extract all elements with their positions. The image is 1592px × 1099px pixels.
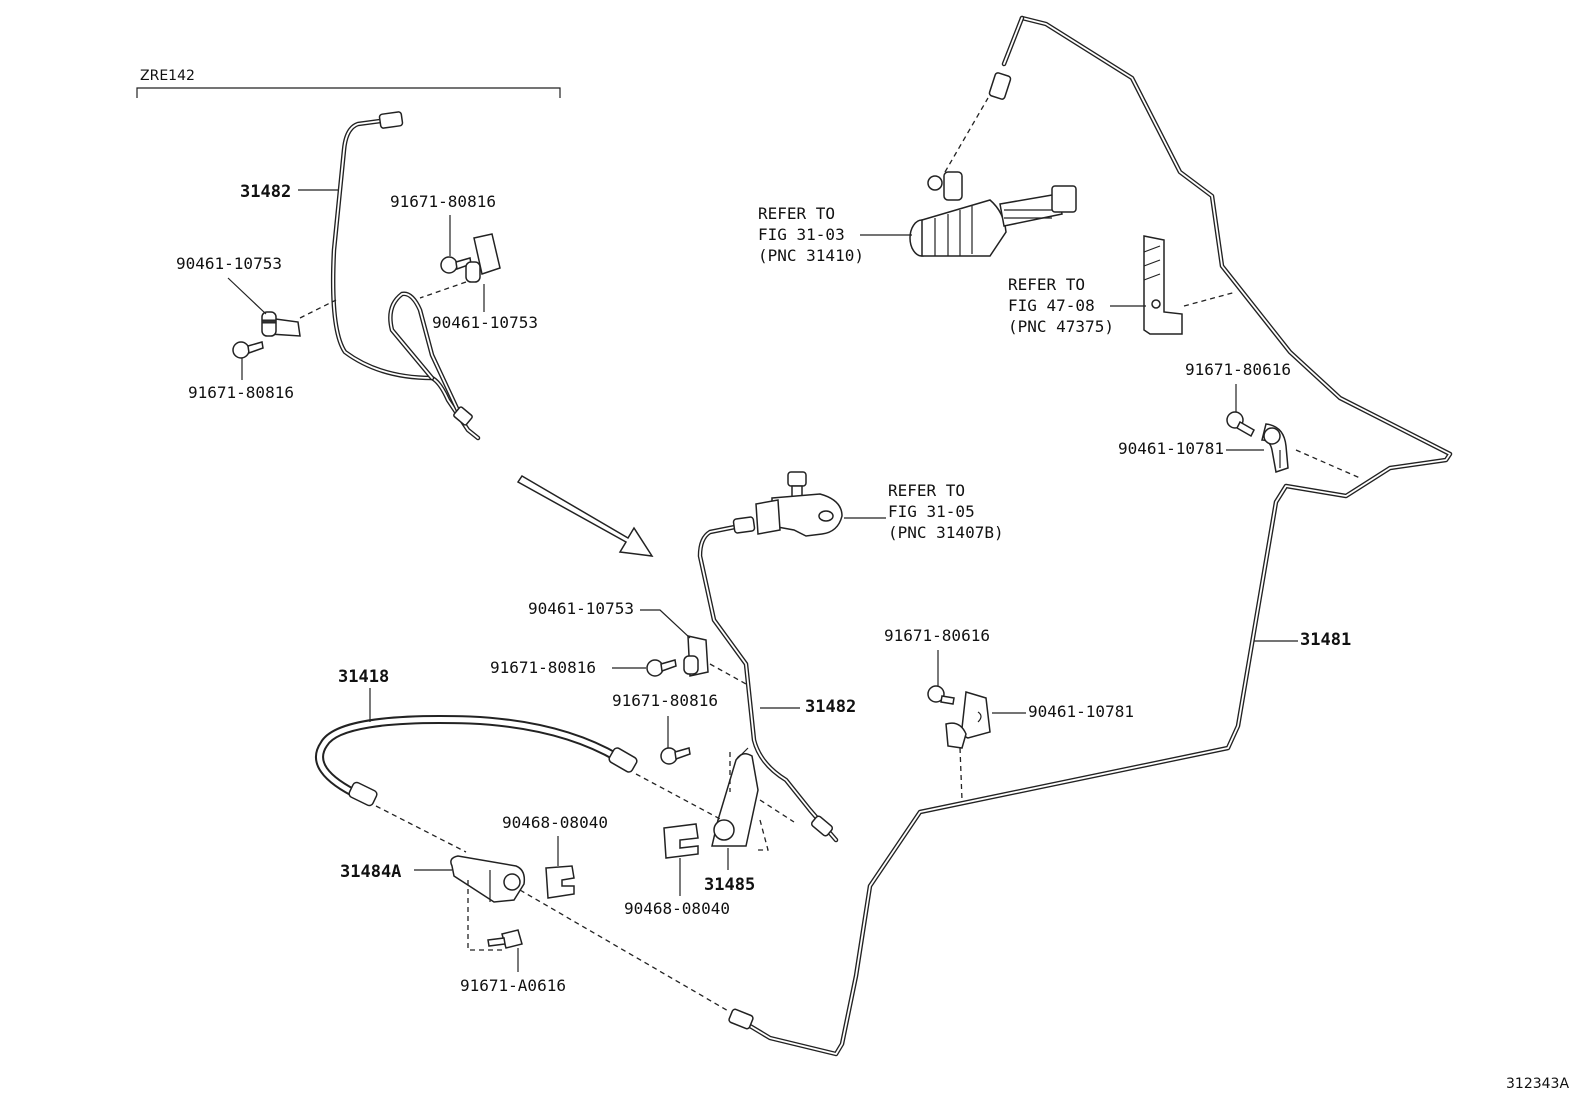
bolt-top-mid-icon xyxy=(440,256,472,274)
clamp-center xyxy=(683,635,709,677)
bolt-top-left-icon xyxy=(232,341,264,359)
refer-clamp-block-line3: (PNC 47375) xyxy=(1008,317,1114,336)
pipe-31482-main-label: 31482 xyxy=(805,697,856,717)
variant-label: ZRE142 xyxy=(140,68,195,84)
clip-lower-label: 90468-08040 xyxy=(624,899,730,918)
bolt-center-upper-label: 91671-80816 xyxy=(490,658,596,677)
bolt-right-lower-label: 91671-80616 xyxy=(884,626,990,645)
refer-union-line1: REFER TO xyxy=(888,481,965,500)
variant-bracket: ZRE142 xyxy=(136,68,561,98)
refer-clamp-block-line2: FIG 47-08 xyxy=(1008,296,1095,315)
refer-master-cylinder-line3: (PNC 31410) xyxy=(758,246,864,265)
clip-upper-label: 90468-08040 xyxy=(502,813,608,832)
clamp-top-mid-label: 90461-10753 xyxy=(432,313,538,332)
pipe-31482-main xyxy=(697,516,839,843)
clamp-top-left xyxy=(261,311,301,337)
figure-code: 312343A xyxy=(1506,1076,1569,1092)
refer-union: REFER TO FIG 31-05 (PNC 31407B) xyxy=(888,481,1004,542)
clamp-top-mid xyxy=(465,233,501,283)
hose-31418 xyxy=(315,715,638,807)
pipe-31482-top xyxy=(330,111,481,441)
union-fitting xyxy=(755,471,843,537)
bolt-right-upper-icon xyxy=(1226,411,1255,438)
bolt-top-left-label: 91671-80816 xyxy=(188,383,294,402)
bracket-31484A xyxy=(450,855,526,903)
bolt-center-upper-icon xyxy=(646,659,677,677)
refer-master-cylinder: REFER TO FIG 31-03 (PNC 31410) xyxy=(758,204,864,265)
refer-union-line2: FIG 31-05 xyxy=(888,502,975,521)
refer-union-line3: (PNC 31407B) xyxy=(888,523,1004,542)
refer-clamp-block-line1: REFER TO xyxy=(1008,275,1085,294)
bolt-bottom-label: 91671-A0616 xyxy=(460,976,566,995)
clamp-top-left-label: 90461-10753 xyxy=(176,254,282,273)
clip-lower xyxy=(663,823,699,859)
clamp-right-upper-label: 90461-10781 xyxy=(1118,439,1224,458)
bracket-31485 xyxy=(711,747,759,847)
refer-clamp-block: REFER TO FIG 47-08 (PNC 47375) xyxy=(1008,275,1114,336)
clip-upper xyxy=(545,865,575,899)
bolt-bottom-icon xyxy=(487,929,523,949)
clamp-right-lower xyxy=(945,691,991,749)
refer-master-cylinder-line1: REFER TO xyxy=(758,204,835,223)
pipe-31482-top-label: 31482 xyxy=(240,182,291,202)
bolt-top-mid-label: 91671-80816 xyxy=(390,192,496,211)
hose-31418-label: 31418 xyxy=(338,667,389,687)
clamp-center-label: 90461-10753 xyxy=(528,599,634,618)
pipe-31481-label: 31481 xyxy=(1300,630,1351,650)
master-cylinder xyxy=(909,171,1077,257)
bolt-center-lower-icon xyxy=(660,747,691,765)
pipe-31481 xyxy=(728,15,1453,1057)
clamp-block xyxy=(1143,235,1183,335)
clamp-right-lower-label: 90461-10781 xyxy=(1028,702,1134,721)
clamp-right-upper xyxy=(1261,423,1289,473)
bolt-right-lower-icon xyxy=(927,685,955,705)
bolt-center-lower-label: 91671-80816 xyxy=(612,691,718,710)
refer-master-cylinder-line2: FIG 31-03 xyxy=(758,225,845,244)
bracket-31485-label: 31485 xyxy=(704,875,755,895)
direction-arrow-icon xyxy=(516,474,654,557)
bolt-right-upper-label: 91671-80616 xyxy=(1185,360,1291,379)
bracket-31484A-label: 31484A xyxy=(340,862,401,882)
